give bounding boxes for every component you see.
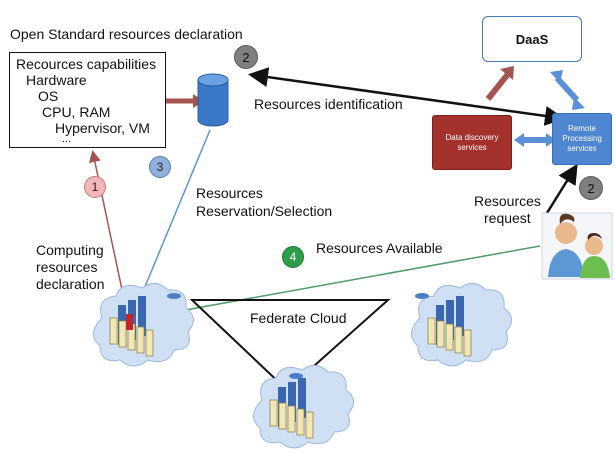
step-1-number: 1	[91, 180, 99, 194]
remote-processing-box: Remote Processing services	[552, 113, 612, 165]
step-3-label: Reservation/Selection	[196, 203, 333, 219]
step-2-label: Resources identification	[254, 96, 403, 112]
federate-cloud-triangle	[189, 299, 391, 392]
capability-item: Hardware	[26, 72, 87, 88]
step-3-badge: 3	[149, 156, 171, 178]
capability-item: Hypervisor, VM	[55, 120, 150, 136]
cloud-cluster-left-icon	[93, 283, 194, 367]
step-4-badge: 4	[282, 246, 304, 268]
step-2-request-number: 2	[587, 180, 595, 196]
step-3-label: Resources	[196, 185, 263, 201]
federate-cloud-label: Federate Cloud	[250, 310, 347, 326]
cloud-cluster-right-icon	[411, 283, 512, 367]
step-4-number: 4	[289, 250, 297, 264]
users-icon	[541, 212, 613, 280]
capability-item: OS	[38, 88, 59, 104]
capability-item: ...	[62, 133, 72, 145]
step-1-label: Computing	[36, 242, 104, 258]
arrow-daas-remote	[550, 70, 585, 110]
arrow-step2-identification	[248, 67, 565, 126]
step-2-request-label: Resources	[474, 193, 541, 209]
step-2-badge: 2	[234, 45, 258, 69]
step-3-number: 3	[156, 160, 164, 174]
daas-label: DaaS	[515, 31, 549, 47]
line-step4-available	[129, 245, 541, 321]
step-2-request-label: request	[484, 210, 531, 226]
step-2-request-badge: 2	[579, 176, 603, 200]
step-2-number: 2	[242, 49, 250, 65]
cloud-cluster-bottom-icon	[253, 365, 354, 449]
arrow-discovery-to-daas	[485, 66, 514, 101]
step-4-label: Resources Available	[316, 240, 443, 256]
step-1-label: declaration	[36, 276, 105, 292]
capabilities-heading: Recources capabilities	[16, 56, 157, 72]
arrow-discovery-remote	[514, 133, 556, 147]
remote-processing-label: Remote Processing services	[562, 124, 602, 153]
capabilities-box	[9, 52, 166, 148]
page-title: Open Standard resources declaration	[10, 26, 243, 42]
step-1-label: resources	[36, 259, 98, 275]
data-discovery-box: Data discovery services	[432, 115, 512, 170]
step-1-badge: 1	[84, 176, 106, 198]
capability-item: CPU, RAM	[42, 104, 111, 120]
resource-database-icon	[197, 73, 229, 127]
arrow-step2-request	[545, 163, 578, 214]
data-discovery-label: Data discovery services	[445, 132, 499, 152]
daas-box: DaaS	[482, 16, 582, 62]
